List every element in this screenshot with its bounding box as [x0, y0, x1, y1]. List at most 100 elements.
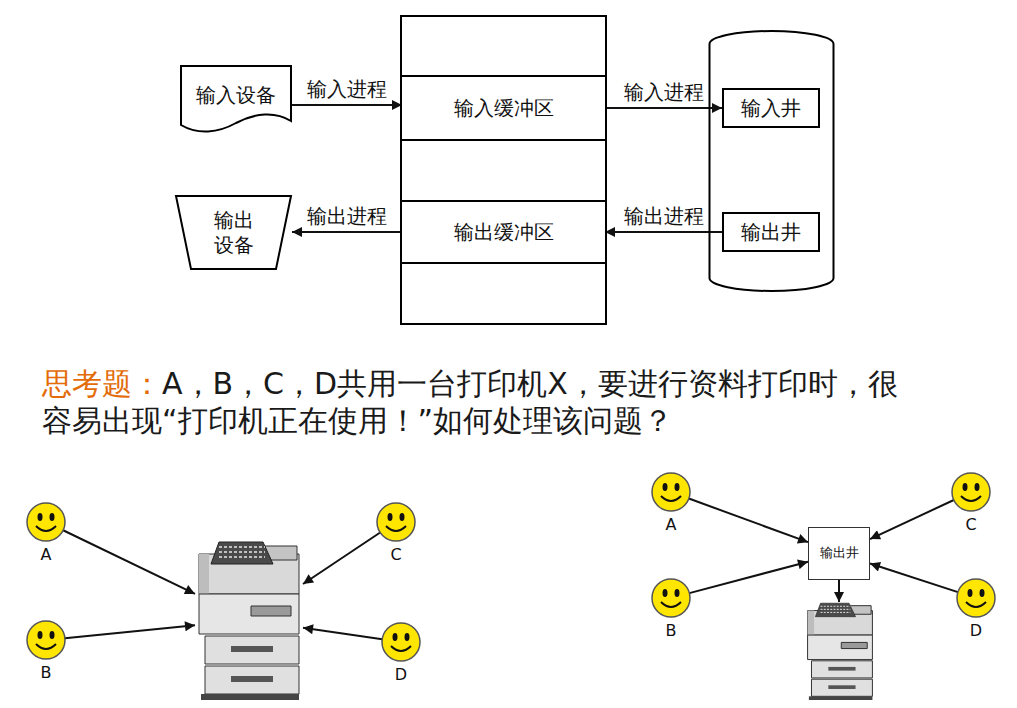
smiley-head [377, 503, 415, 541]
edge-label: 输出进程 [622, 204, 706, 228]
smiley-mouth [661, 496, 681, 501]
smiley-eye [663, 589, 668, 597]
edge-label: 输入进程 [305, 77, 389, 101]
smiley-face [650, 471, 692, 513]
smiley-mouth [36, 526, 56, 531]
node-label: 输出井 [820, 545, 859, 561]
smiley-eye [405, 633, 410, 641]
node-label: 输出 设备 [212, 208, 256, 258]
smiley-eye [388, 513, 393, 521]
smiley-face [25, 501, 67, 543]
smiley-head [382, 623, 420, 661]
printer-keys [219, 546, 265, 548]
cylinder-outline [710, 31, 834, 291]
printer-drawer [205, 636, 299, 664]
smiley-head [952, 473, 990, 511]
node-label: B [649, 622, 693, 640]
question-text: A，B，C，D共用一台打印机X，要进行资料打印时，很容易出现“打印机正在使用！”… [42, 366, 898, 438]
node-label: D [379, 666, 423, 684]
smiley-eye [38, 513, 43, 521]
disk-cylinder: 输入井输出井 [708, 30, 835, 292]
buffer-column: 输入缓冲区输出缓冲区 [400, 15, 607, 325]
smiley-mouth [661, 602, 681, 607]
printer-handle [231, 676, 273, 682]
printer-icon [195, 540, 303, 700]
printer-keys [821, 609, 851, 610]
user-smiley: B [649, 577, 693, 641]
smiley-mouth [391, 646, 411, 651]
printer-icon [805, 602, 875, 700]
smiley-eye [50, 631, 55, 639]
node-label: A [649, 516, 693, 534]
printer-base [809, 696, 873, 700]
smiley-face [375, 501, 417, 543]
smiley-mouth [386, 526, 406, 531]
arrow-connector [65, 625, 195, 638]
arrow-connector [292, 231, 402, 233]
edge-label: 输出进程 [305, 204, 389, 228]
smiley-head [957, 579, 995, 617]
printer-drawer [811, 661, 872, 678]
printer-body [808, 635, 873, 660]
user-smiley: C [374, 501, 418, 565]
smiley-eye [975, 483, 980, 491]
smiley-eye [980, 589, 985, 597]
document-outline [181, 66, 291, 132]
printer-drawer [205, 666, 299, 694]
user-smiley: A [24, 501, 68, 565]
user-smiley: D [379, 621, 423, 685]
spool-well-box: 输出井 [808, 527, 870, 580]
buffer-area: 输出缓冲区 [402, 200, 605, 264]
arrow-connector [605, 231, 722, 233]
smiley-eye [38, 631, 43, 639]
smiley-face [955, 577, 997, 619]
smiley-eye [50, 513, 55, 521]
arrow-connector [292, 104, 402, 106]
smiley-head [27, 503, 65, 541]
input-device-shape: 输入设备 [180, 65, 292, 135]
user-smiley: C [949, 471, 993, 535]
node-label: C [374, 546, 418, 564]
user-smiley: D [954, 577, 998, 641]
arrow-connector [870, 564, 958, 593]
smiley-eye [400, 513, 405, 521]
printer-drawer [811, 679, 872, 696]
printer-keys [219, 551, 265, 553]
printer-base [201, 694, 299, 700]
arrow-connector [63, 530, 195, 594]
node-label: 输入缓冲区 [454, 96, 554, 121]
arrow-connector [689, 562, 808, 593]
smiley-eye [663, 483, 668, 491]
smiley-face [380, 621, 422, 663]
node-label: D [954, 622, 998, 640]
printer-panel [815, 603, 855, 616]
node-label: B [24, 664, 68, 682]
output-device-shape: 输出 设备 [175, 195, 292, 270]
spool-well-box: 输入井 [722, 88, 820, 128]
printer-panel [211, 542, 273, 564]
node-label: 输入井 [741, 96, 801, 121]
trapezoid-outline [176, 196, 291, 269]
node-label: 输出井 [741, 220, 801, 245]
printer-body [199, 594, 299, 634]
shape-outline [805, 602, 875, 700]
printer-handle [828, 685, 855, 689]
arrow-connector [303, 533, 380, 584]
shape-outline [708, 30, 835, 292]
smiley-eye [963, 483, 968, 491]
smiley-head [27, 621, 65, 659]
node-label: C [949, 516, 993, 534]
smiley-face [25, 619, 67, 661]
shape-outline [195, 540, 303, 700]
printer-handle [231, 646, 273, 652]
question-block: 思考题：A，B，C，D共用一台打印机X，要进行资料打印时，很容易出现“打印机正在… [42, 366, 922, 440]
arrow-connector [870, 500, 954, 539]
arrow-connector [605, 107, 722, 109]
user-smiley: A [649, 471, 693, 535]
printer-handle [828, 667, 855, 671]
node-label: 输出缓冲区 [454, 220, 554, 245]
smiley-mouth [36, 644, 56, 649]
printer-slot [251, 606, 291, 616]
smiley-eye [675, 589, 680, 597]
